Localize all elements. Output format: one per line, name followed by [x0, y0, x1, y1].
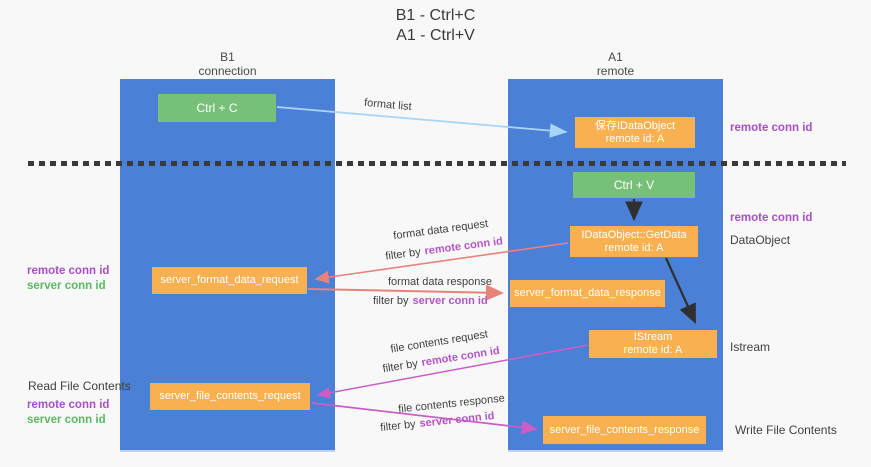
istream-box: IStream remote id: A — [589, 330, 717, 358]
server-file-contents-response-box: server_file_contents_response — [543, 416, 706, 444]
write-file-contents-annotation: Write File Contents — [735, 423, 837, 437]
filter-by-text: filter by — [373, 295, 409, 307]
istream-line1: IStream — [633, 331, 673, 343]
right-column-header: A1 remote — [508, 50, 723, 78]
format-list-label: format list — [363, 96, 413, 114]
filter-by-text: filter by — [381, 357, 419, 376]
file-request-label: server_file_contents_request — [159, 390, 301, 402]
ctrl-v-label: Ctrl + V — [613, 177, 655, 192]
format-request-label: server_format_data_request — [160, 274, 299, 286]
filter-by-text: filter by — [384, 246, 422, 263]
left-conn-id-pair-2: remote conn id server conn id — [27, 398, 109, 428]
dataobject-annotation: DataObject — [730, 233, 791, 247]
filter-by-text: filter by — [379, 418, 417, 434]
ctrl-c-box: Ctrl + C — [158, 94, 276, 122]
remote-conn-id-annotation-mid: remote conn id — [730, 212, 813, 224]
server-conn-id-highlight: server conn id — [412, 295, 488, 307]
idataobject-getdata-box: IDataObject::GetData remote id: A — [570, 226, 698, 257]
server-conn-id-annotation-left-2: server conn id — [27, 414, 106, 426]
server-conn-id-highlight: server conn id — [418, 410, 495, 430]
left-column-header: B1 connection — [120, 50, 335, 78]
server-format-data-request-box: server_format_data_request — [152, 267, 307, 294]
left-header-line-2: connection — [198, 64, 257, 78]
istream-annotation: Istream — [730, 340, 771, 354]
format-data-response-label: format data response — [388, 276, 492, 288]
file-response-label: server_file_contents_response — [549, 423, 700, 436]
server-file-contents-request-box: server_file_contents_request — [150, 383, 310, 410]
read-file-contents-annotation: Read File Contents — [28, 379, 131, 393]
remote-conn-id-annotation-left-2: remote conn id — [27, 399, 110, 411]
left-conn-id-pair-1: remote conn id server conn id — [27, 264, 109, 294]
ctrl-v-box: Ctrl + V — [573, 172, 695, 198]
title-line-1: B1 - Ctrl+C — [395, 7, 476, 24]
format-response-label: server_format_data_response — [514, 287, 661, 299]
save-idataobject-box: 保存IDataObject remote id: A — [575, 117, 695, 148]
ctrl-c-label: Ctrl + C — [196, 100, 238, 115]
server-format-data-response-box: server_format_data_response — [510, 280, 665, 307]
dashed-separator-line — [28, 161, 846, 166]
save-idataobject-line1: 保存IDataObject — [594, 119, 676, 132]
right-header-line-2: remote — [596, 64, 635, 78]
remote-conn-id-annotation-top: remote conn id — [730, 122, 813, 134]
remote-conn-id-annotation-left-1: remote conn id — [27, 265, 110, 277]
server-conn-id-annotation-left-1: server conn id — [27, 280, 106, 292]
remote-conn-id-highlight: remote conn id — [423, 235, 504, 258]
getdata-line2: remote id: A — [604, 241, 664, 254]
title-line-2: A1 - Ctrl+V — [396, 27, 475, 44]
right-header-line-1: A1 — [608, 50, 623, 64]
diagram-title: B1 - Ctrl+C A1 - Ctrl+V — [0, 6, 871, 46]
istream-line2: remote id: A — [623, 344, 683, 356]
save-idataobject-line2: remote id: A — [605, 132, 665, 145]
left-header-line-1: B1 — [220, 50, 235, 64]
arrow-format-data-response — [307, 284, 504, 301]
getdata-line1: IDataObject::GetData — [581, 228, 687, 241]
